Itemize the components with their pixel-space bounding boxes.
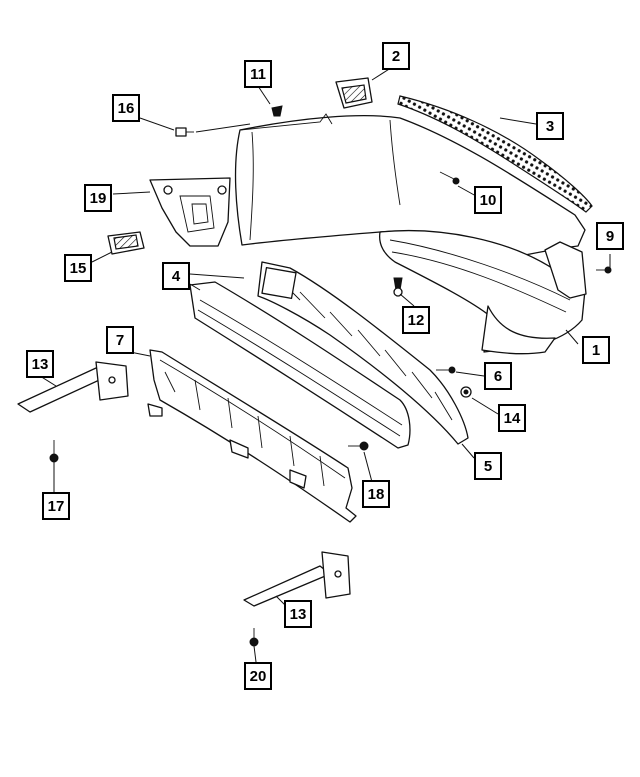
callout-15: 15 [64, 254, 92, 282]
fastener-6 [436, 366, 456, 374]
callout-12: 12 [402, 306, 430, 334]
callout-7: 7 [106, 326, 134, 354]
fastener-18 [348, 441, 369, 451]
fastener-17 [49, 440, 59, 463]
marker-light [335, 77, 373, 109]
callout-9: 9 [596, 222, 624, 250]
fastener-20 [249, 628, 259, 647]
fastener-11 [271, 105, 283, 117]
trim-block [107, 231, 145, 255]
fastener-12 [393, 277, 403, 297]
lower-carrier [147, 349, 357, 523]
callout-11: 11 [244, 60, 272, 88]
callout-18: 18 [362, 480, 390, 508]
side-bracket [149, 177, 231, 247]
callout-1: 1 [582, 336, 610, 364]
callout-6: 6 [484, 362, 512, 390]
fastener-14 [460, 386, 472, 398]
bumper-fascia [234, 113, 587, 355]
callout-5: 5 [474, 452, 502, 480]
callout-20: 20 [244, 662, 272, 690]
impact-beam [189, 281, 411, 449]
callout-2: 2 [382, 42, 410, 70]
callout-10: 10 [474, 186, 502, 214]
mount-bracket-bottom [243, 551, 351, 607]
callout-16: 16 [112, 94, 140, 122]
callout-13-bottom: 13 [284, 600, 312, 628]
callout-17: 17 [42, 492, 70, 520]
energy-absorber [257, 261, 469, 445]
callout-3: 3 [536, 112, 564, 140]
callout-19: 19 [84, 184, 112, 212]
callout-4: 4 [162, 262, 190, 290]
fastener-9 [596, 266, 612, 274]
mount-bracket-left [17, 361, 129, 413]
grille-strip [397, 95, 593, 213]
fastener-16 [175, 127, 194, 137]
callout-14: 14 [498, 404, 526, 432]
callout-13-left: 13 [26, 350, 54, 378]
fastener-10 [439, 171, 460, 185]
